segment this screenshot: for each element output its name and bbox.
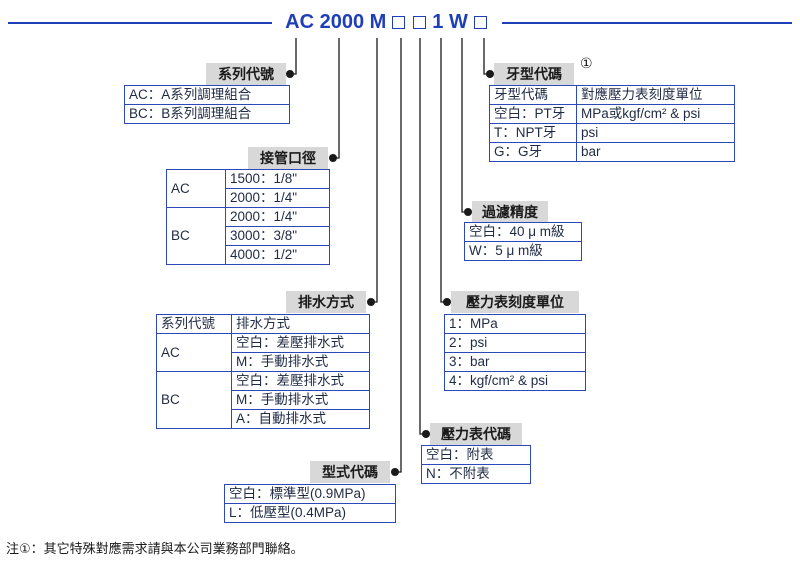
port-series: BC [166,207,226,265]
drain-option: 空白：差壓排水式 [231,333,370,353]
table-row: AC 空白：差壓排水式 [156,333,370,372]
drain-series: BC [156,371,232,429]
filtration-label: 過濾精度 [472,201,548,223]
thread-label: 牙型代碼 [494,63,574,85]
thread-header-unit: 對應壓力表刻度單位 [576,85,735,105]
port-connector [333,30,340,159]
table-row: 空白：40 μ m級 [464,222,582,242]
model-code: AC 2000 M 1 W [272,6,502,38]
thread-code: G：G牙 [489,142,577,162]
gauge-unit-dot [443,298,451,306]
gauge-code-row: 空白：附表 [421,445,531,465]
port-table: AC 1500：1/8" 2000：1/4" BC 2000：1/4" 3000… [166,169,330,265]
table-row: W：5 μ m級 [464,241,582,261]
table-row: BC 空白：差壓排水式 [156,371,370,429]
table-row: 空白：附表 [421,445,531,465]
port-size: 1500：1/8" [225,169,330,189]
code-slot-type [413,15,427,29]
filtration-dot [464,208,472,216]
series-row: AC：A系列調理組合 [124,85,290,105]
table-row: 4000：1/2" [167,245,330,265]
table-row: 系列代號 排水方式 [156,314,370,334]
drain-header-method: 排水方式 [231,314,370,334]
gauge-unit-label: 壓力表刻度單位 [451,291,579,313]
port-size: 2000：1/4" [225,207,330,227]
code-prefix: AC 2000 M [285,10,387,33]
thread-code: 空白：PT牙 [489,104,577,124]
gauge-unit-connector [440,30,447,303]
gauge-code-row: N：不附表 [421,464,531,484]
thread-unit: MPa或kgf/cm² & psi [576,104,735,124]
gauge-code-table: 空白：附表 N：不附表 [421,445,531,484]
drain-table: 系列代號 排水方式 AC 空白：差壓排水式 M：手動排水式 BC 空白：差壓排水… [156,314,370,429]
drain-option: M：手動排水式 [231,390,370,410]
table-row: BC 2000：1/4" [166,207,330,265]
table-row: N：不附表 [421,464,531,484]
port-size: 2000：1/4" [225,188,330,208]
type-table: 空白：標準型(0.9MPa) L：低壓型(0.4MPa) [224,484,396,523]
drain-series: AC [156,333,232,372]
filtration-row: W：5 μ m級 [464,241,582,261]
port-series: AC [166,169,226,208]
gauge-code-dot [422,430,430,438]
code-slot-thread [473,15,487,29]
drain-connector [371,30,378,303]
table-row: AC：A系列調理組合 [124,85,290,105]
drain-label: 排水方式 [286,291,366,313]
drain-option: M：手動排水式 [231,352,370,372]
table-row: L：低壓型(0.4MPa) [224,503,396,523]
gauge-unit-row: 3：bar [444,352,586,372]
footnote-mark: ① [580,56,593,72]
filtration-connector [461,30,468,213]
port-dot [329,154,337,162]
table-row: 1：MPa [444,314,586,334]
table-row: 3：bar [444,352,586,372]
drain-option: 空白：差壓排水式 [231,371,370,391]
series-table: AC：A系列調理組合 BC：B系列調理組合 [124,85,290,124]
thread-dot [486,70,494,78]
filtration-table: 空白：40 μ m級 W：5 μ m級 [464,222,582,261]
filtration-row: 空白：40 μ m級 [464,222,582,242]
type-connector [395,30,402,473]
table-row: A：自動排水式 [157,409,370,429]
table-row: 空白：標準型(0.9MPa) [224,484,396,504]
table-row: 牙型代碼 對應壓力表刻度單位 [489,85,735,105]
code-middle: 1 W [432,10,468,33]
table-row: 2：psi [444,333,586,353]
table-row: 4：kgf/cm² & psi [444,371,586,391]
drain-option: A：自動排水式 [231,409,370,429]
drain-header-series: 系列代號 [156,314,232,334]
gauge-code-connector [419,30,426,435]
table-row: G：G牙 bar [489,142,735,162]
port-size: 3000：3/8" [225,226,330,246]
type-row: L：低壓型(0.4MPa) [224,503,396,523]
port-label: 接管口徑 [248,147,328,169]
drain-dot [367,298,375,306]
port-size: 4000：1/2" [225,245,330,265]
gauge-unit-row: 1：MPa [444,314,586,334]
table-row: 空白：PT牙 MPa或kgf/cm² & psi [489,104,735,124]
type-dot [391,468,399,476]
table-row: AC 1500：1/8" [166,169,330,208]
series-dot [286,70,294,78]
thread-unit: bar [576,142,735,162]
table-row: M：手動排水式 [157,390,370,410]
footnote: 注①：其它特殊對應需求請與本公司業務部門聯絡。 [6,542,304,557]
table-row: 2000：1/4" [167,188,330,208]
gauge-unit-row: 2：psi [444,333,586,353]
type-row: 空白：標準型(0.9MPa) [224,484,396,504]
gauge-unit-row: 4：kgf/cm² & psi [444,371,586,391]
series-label: 系列代號 [206,63,286,85]
table-row: T：NPT牙 psi [489,123,735,143]
thread-header-code: 牙型代碼 [489,85,577,105]
type-label: 型式代碼 [310,461,390,483]
gauge-code-label: 壓力表代碼 [430,423,522,445]
thread-code: T：NPT牙 [489,123,577,143]
gauge-unit-table: 1：MPa 2：psi 3：bar 4：kgf/cm² & psi [444,314,586,391]
thread-unit: psi [576,123,735,143]
code-slot-drain [392,15,406,29]
series-row: BC：B系列調理組合 [124,104,290,124]
thread-table: 牙型代碼 對應壓力表刻度單位 空白：PT牙 MPa或kgf/cm² & psi … [489,85,735,162]
table-row: BC：B系列調理組合 [124,104,290,124]
